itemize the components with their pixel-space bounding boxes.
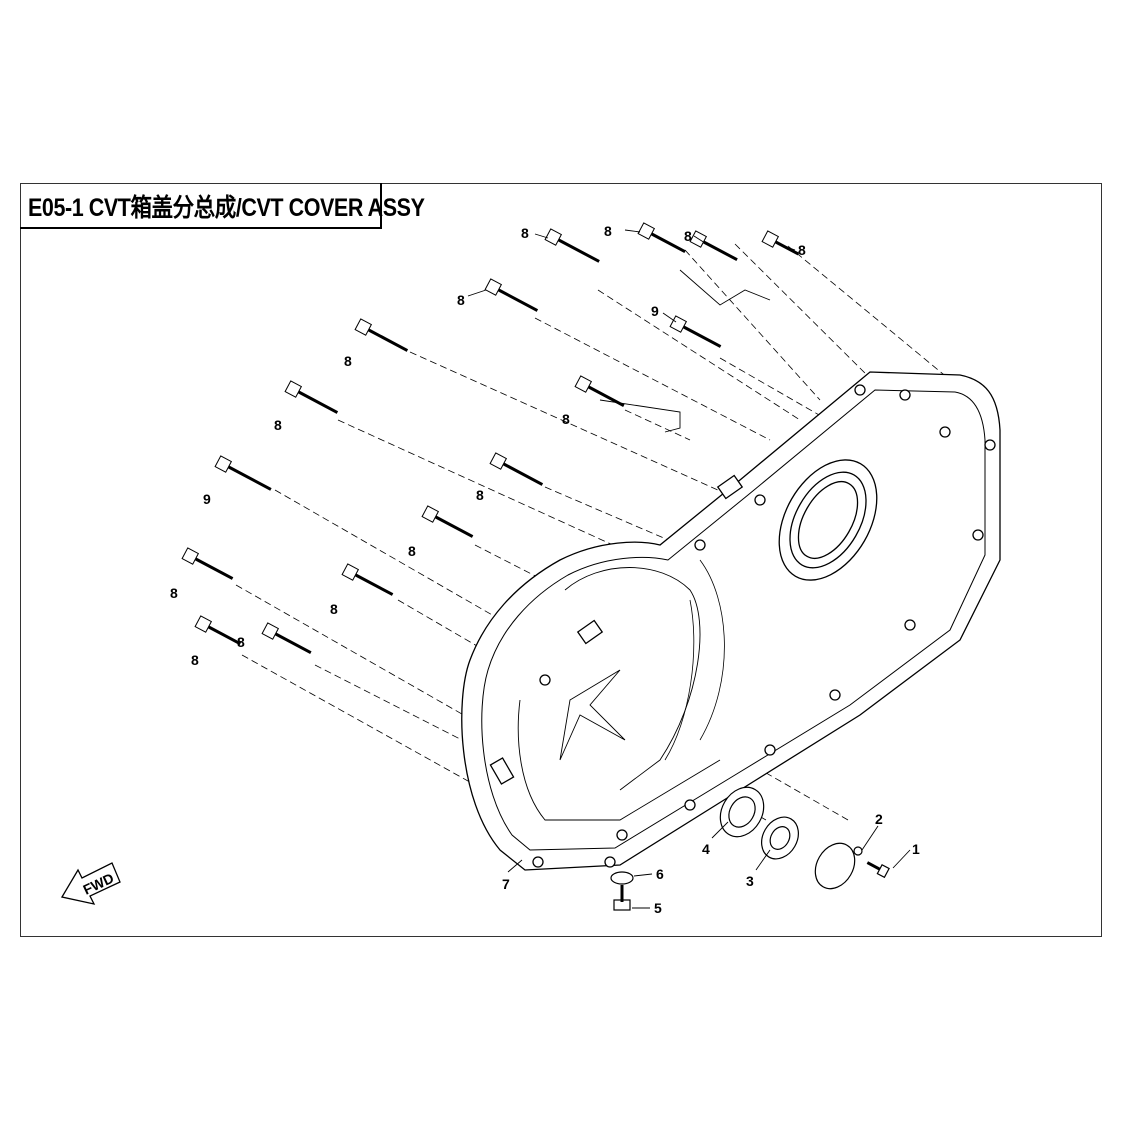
bolt bbox=[354, 318, 409, 352]
bearing-part-4 bbox=[719, 786, 765, 838]
screw-part-1 bbox=[866, 861, 890, 879]
bolt-part-5 bbox=[613, 885, 631, 911]
plate-part-2 bbox=[814, 842, 863, 890]
callout-8: 8 bbox=[604, 223, 612, 239]
bolt bbox=[341, 563, 394, 596]
callout-8: 8 bbox=[521, 225, 529, 241]
bolt bbox=[484, 278, 539, 312]
callout-7: 7 bbox=[502, 876, 510, 892]
callout-8: 8 bbox=[562, 411, 570, 427]
callout-8: 8 bbox=[237, 634, 245, 650]
bolt bbox=[637, 222, 686, 254]
fwd-label: FWD bbox=[81, 870, 117, 898]
callout-8: 8 bbox=[330, 601, 338, 617]
bolt bbox=[181, 547, 234, 580]
callout-4: 4 bbox=[702, 841, 710, 857]
washer-part-6 bbox=[610, 871, 634, 885]
bolt bbox=[489, 452, 544, 486]
grouping-brackets bbox=[599, 269, 771, 433]
callouts: 1 2 3 4 5 6 7 8 8 8 8 8 8 8 8 8 8 8 8 8 … bbox=[170, 223, 920, 916]
callout-8: 8 bbox=[274, 417, 282, 433]
callout-8: 8 bbox=[476, 487, 484, 503]
callout-8: 8 bbox=[798, 242, 806, 258]
callout-6: 6 bbox=[656, 866, 664, 882]
small-parts bbox=[610, 786, 890, 911]
cvt-cover bbox=[461, 371, 1001, 871]
title-box bbox=[20, 183, 382, 229]
callout-1: 1 bbox=[912, 841, 920, 857]
bolt bbox=[669, 315, 722, 348]
bolt bbox=[194, 615, 242, 646]
bolts bbox=[181, 222, 800, 654]
bolt bbox=[214, 455, 272, 491]
callout-5: 5 bbox=[654, 900, 662, 916]
bolt bbox=[261, 622, 312, 654]
callout-8: 8 bbox=[344, 353, 352, 369]
leader-lines bbox=[467, 229, 911, 909]
oil-seal-part-3 bbox=[761, 816, 799, 860]
callout-9: 9 bbox=[651, 303, 659, 319]
callout-3: 3 bbox=[746, 873, 754, 889]
callout-8: 8 bbox=[408, 543, 416, 559]
bolt bbox=[574, 375, 625, 407]
bolt bbox=[689, 230, 738, 262]
callout-8: 8 bbox=[170, 585, 178, 601]
fwd-arrow: FWD bbox=[60, 862, 121, 905]
diagram-title: E05-1 CVT箱盖分总成/CVT COVER ASSY bbox=[28, 194, 425, 222]
bolt bbox=[421, 505, 474, 538]
bolt bbox=[544, 228, 600, 263]
callout-2: 2 bbox=[875, 811, 883, 827]
callout-8: 8 bbox=[191, 652, 199, 668]
bolt bbox=[284, 380, 339, 414]
callout-8: 8 bbox=[457, 292, 465, 308]
callout-9: 9 bbox=[203, 491, 211, 507]
bolt bbox=[761, 230, 800, 256]
drawing-frame bbox=[20, 183, 1102, 937]
callout-8: 8 bbox=[684, 228, 692, 244]
